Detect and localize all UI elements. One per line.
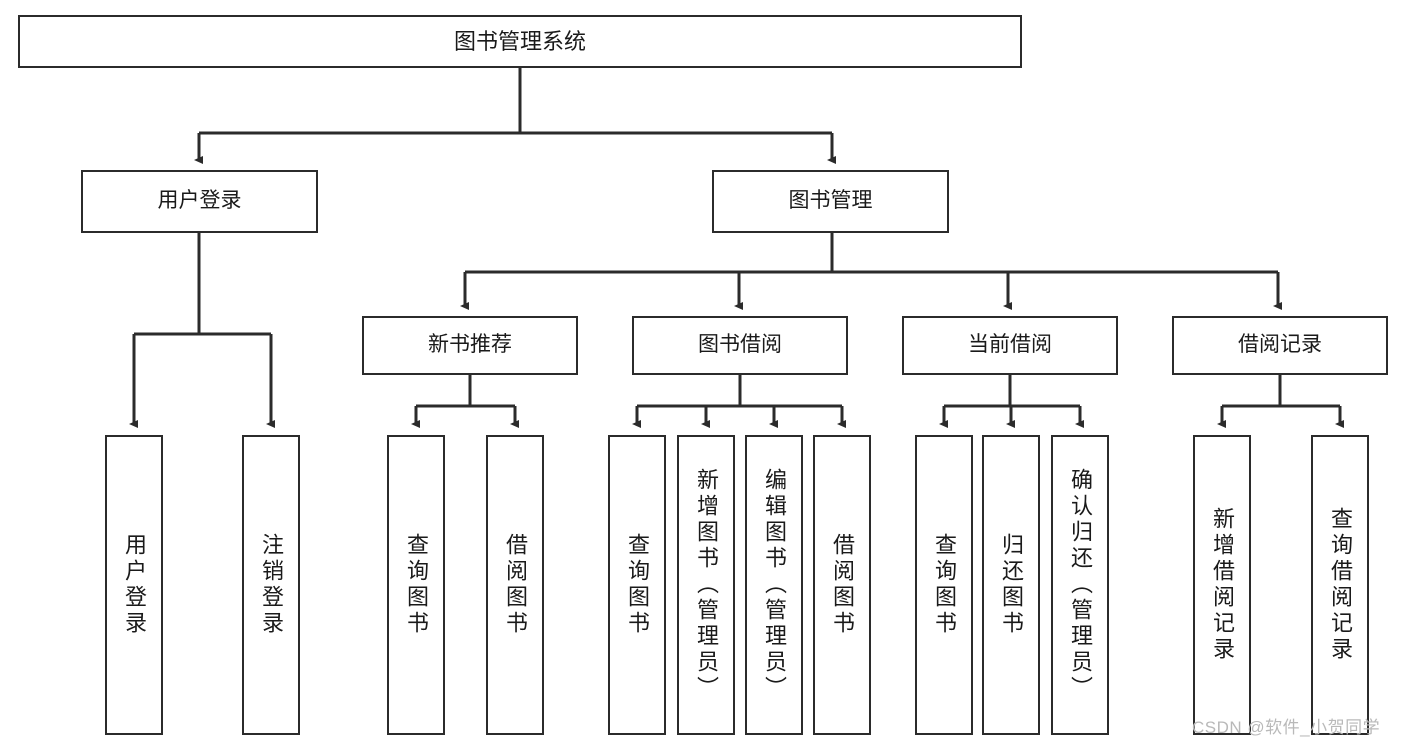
node-leaf-add-book[interactable]: 新增图书（管理员）	[677, 435, 735, 735]
node-book-borrow[interactable]: 图书借阅	[632, 316, 848, 375]
node-leaf-confirm-return-label: 确认归还（管理员）	[1068, 468, 1093, 702]
node-new-book-recommend[interactable]: 新书推荐	[362, 316, 578, 375]
node-leaf-confirm-return[interactable]: 确认归还（管理员）	[1051, 435, 1109, 735]
node-leaf-edit-book[interactable]: 编辑图书（管理员）	[745, 435, 803, 735]
node-book-management[interactable]: 图书管理	[712, 170, 949, 233]
node-leaf-return-book-label: 归还图书	[999, 533, 1024, 637]
node-user-login[interactable]: 用户登录	[81, 170, 318, 233]
node-leaf-edit-book-label: 编辑图书（管理员）	[762, 468, 787, 702]
node-leaf-query-record-label: 查询借阅记录	[1328, 507, 1353, 663]
node-current-borrow-label: 当前借阅	[968, 333, 1052, 357]
node-new-book-recommend-label: 新书推荐	[428, 333, 512, 357]
node-root[interactable]: 图书管理系统	[18, 15, 1022, 68]
node-leaf-borrow-book-2[interactable]: 借阅图书	[813, 435, 871, 735]
node-leaf-query-book-2-label: 查询图书	[625, 533, 650, 637]
node-leaf-borrow-book-1[interactable]: 借阅图书	[486, 435, 544, 735]
node-root-label: 图书管理系统	[453, 28, 586, 54]
node-leaf-borrow-book-2-label: 借阅图书	[830, 533, 855, 637]
node-borrow-record[interactable]: 借阅记录	[1172, 316, 1388, 375]
node-leaf-query-record[interactable]: 查询借阅记录	[1311, 435, 1369, 735]
node-leaf-user-login-label: 用户登录	[122, 533, 147, 637]
node-user-login-label: 用户登录	[157, 189, 242, 213]
node-leaf-add-record-label: 新增借阅记录	[1210, 507, 1235, 663]
node-leaf-query-book-3-label: 查询图书	[932, 533, 957, 637]
node-current-borrow[interactable]: 当前借阅	[902, 316, 1118, 375]
node-leaf-add-book-label: 新增图书（管理员）	[694, 468, 719, 702]
node-book-borrow-label: 图书借阅	[698, 333, 782, 357]
node-leaf-query-book-2[interactable]: 查询图书	[608, 435, 666, 735]
node-leaf-borrow-book-1-label: 借阅图书	[503, 533, 528, 637]
csdn-watermark: CSDN @软件_小贺同学	[1192, 718, 1381, 737]
node-leaf-logout-login[interactable]: 注销登录	[242, 435, 300, 735]
node-leaf-return-book[interactable]: 归还图书	[982, 435, 1040, 735]
node-leaf-query-book-1-label: 查询图书	[404, 533, 429, 637]
node-leaf-add-record[interactable]: 新增借阅记录	[1193, 435, 1251, 735]
node-leaf-user-login[interactable]: 用户登录	[105, 435, 163, 735]
node-leaf-logout-login-label: 注销登录	[259, 533, 284, 637]
node-book-management-label: 图书管理	[788, 189, 873, 213]
node-leaf-query-book-1[interactable]: 查询图书	[387, 435, 445, 735]
node-leaf-query-book-3[interactable]: 查询图书	[915, 435, 973, 735]
node-borrow-record-label: 借阅记录	[1238, 333, 1322, 357]
